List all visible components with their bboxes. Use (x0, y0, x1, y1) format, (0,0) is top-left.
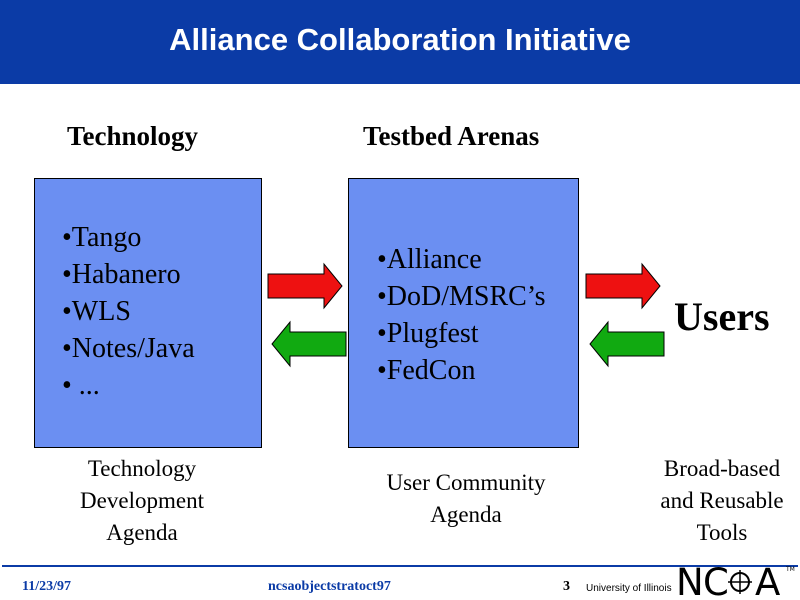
testbed-item: •Plugfest (377, 318, 479, 349)
footer-divider (2, 565, 798, 567)
footer-date: 11/23/97 (22, 579, 72, 594)
technology-box: •Tango •Habanero •WLS •Notes/Java • ... (34, 178, 262, 448)
technology-item: •Habanero (62, 259, 181, 290)
testbed-item: •DoD/MSRC’s (377, 281, 546, 312)
technology-item: •Notes/Java (62, 333, 195, 364)
testbed-caption: User Community Agenda (352, 467, 580, 531)
technology-list: •Tango •Habanero •WLS •Notes/Java • ... (62, 219, 195, 404)
technology-caption: Technology Development Agenda (40, 453, 244, 549)
technology-item: •Tango (62, 222, 142, 253)
caption-line: Development (80, 488, 204, 513)
left-arrow-users-to-testbed (589, 320, 665, 368)
users-label: Users (674, 294, 770, 339)
testbed-item: •Alliance (377, 244, 482, 275)
heading-technology: Technology (67, 121, 199, 151)
svg-text:N: N (676, 561, 703, 599)
testbed-box: •Alliance •DoD/MSRC’s •Plugfest •FedCon (348, 178, 579, 448)
heading-testbed-arenas: Testbed Arenas (363, 121, 540, 151)
caption-line: Agenda (430, 502, 502, 527)
svg-text:A: A (755, 561, 780, 599)
caption-line: Tools (696, 520, 748, 545)
svg-text:C: C (703, 561, 729, 599)
left-arrow-testbed-to-tech (271, 320, 347, 368)
caption-line: Broad-based (663, 456, 781, 481)
caption-line: User Community (386, 470, 546, 495)
slide-title: Alliance Collaboration Initiative (169, 22, 631, 57)
svg-text:TM: TM (785, 566, 795, 573)
caption-line: Agenda (106, 520, 178, 545)
title-bar: Alliance Collaboration Initiative (0, 0, 800, 84)
technology-item: •WLS (62, 296, 131, 327)
caption-line: Technology (87, 456, 197, 481)
caption-line: and Reusable (660, 488, 784, 513)
right-arrow-tech-to-testbed (267, 262, 343, 310)
users-caption: Broad-based and Reusable Tools (646, 453, 798, 549)
university-label: University of Illinois (586, 583, 672, 594)
ncsa-logo: N C S A TM (676, 561, 795, 599)
testbed-list: •Alliance •DoD/MSRC’s •Plugfest •FedCon (377, 241, 546, 389)
technology-item: • ... (62, 370, 100, 401)
footer-filename: ncsaobjectstratoct97 (268, 579, 391, 594)
right-arrow-testbed-to-users (585, 262, 661, 310)
testbed-item: •FedCon (377, 355, 476, 386)
page-number: 3 (563, 579, 570, 594)
